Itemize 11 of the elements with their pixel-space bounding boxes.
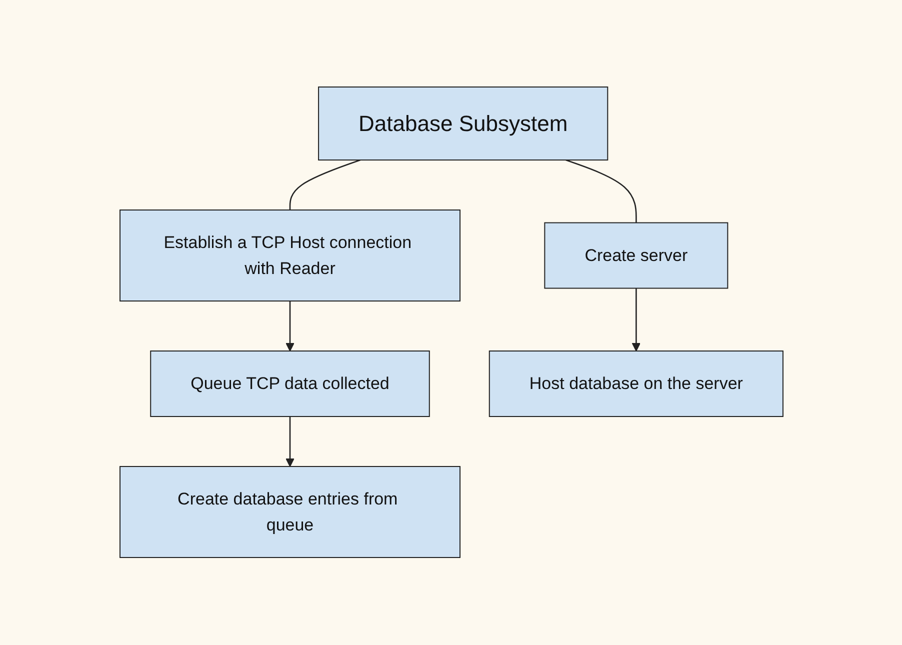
arrow [285, 301, 294, 352]
node-box: Create server [544, 222, 728, 289]
node-box: Queue TCP data collected [150, 350, 430, 418]
node-box: Host database on the server [488, 350, 783, 418]
node-box: Database Subsystem [318, 86, 608, 161]
arrow [285, 416, 294, 468]
connector [288, 160, 360, 210]
node-box: Create database entries from queue [119, 466, 460, 558]
arrow [631, 288, 640, 352]
connector [565, 160, 636, 223]
node-box: Establish a TCP Host connection with Reader [119, 210, 460, 302]
